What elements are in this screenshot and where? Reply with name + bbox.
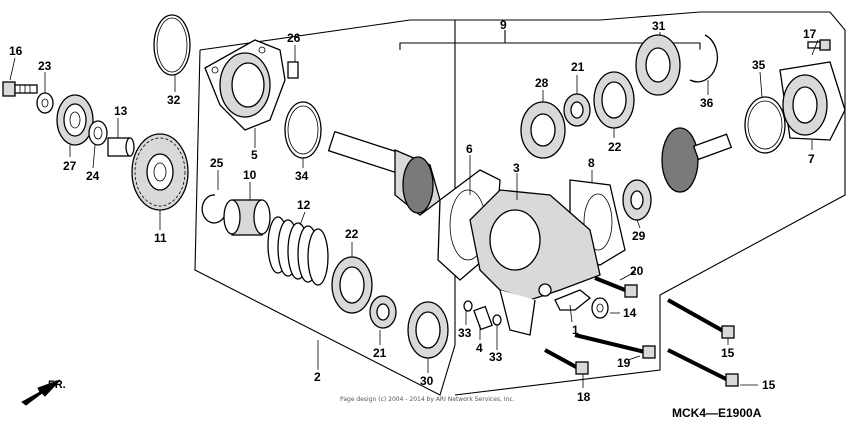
oring-34 bbox=[284, 101, 322, 159]
callout-15b: 15 bbox=[762, 378, 776, 392]
bolt-18 bbox=[544, 348, 589, 375]
collar-13 bbox=[107, 137, 135, 157]
collar-10 bbox=[223, 199, 271, 236]
callout-32: 32 bbox=[167, 93, 181, 107]
callout-22b: 22 bbox=[345, 227, 359, 241]
callout-28: 28 bbox=[535, 76, 549, 90]
callout-11: 11 bbox=[154, 231, 167, 245]
oring-32 bbox=[153, 14, 191, 76]
callout-26: 26 bbox=[287, 31, 301, 45]
callout-34: 34 bbox=[295, 169, 309, 183]
diagram-code: MCK4—E1900A bbox=[672, 406, 762, 420]
callout-1: 1 bbox=[572, 323, 579, 337]
callout-30: 30 bbox=[420, 374, 434, 388]
housing-5 bbox=[204, 39, 286, 131]
oring-35 bbox=[744, 96, 786, 154]
callout-17: 17 bbox=[803, 27, 817, 41]
callout-20: 20 bbox=[630, 264, 644, 278]
callout-12: 12 bbox=[297, 198, 311, 212]
cover-7 bbox=[779, 61, 846, 141]
callout-24: 24 bbox=[86, 169, 100, 183]
callout-33b: 33 bbox=[489, 350, 503, 364]
ring-gear bbox=[661, 127, 733, 193]
bearing-27 bbox=[56, 94, 94, 146]
nut-21-lower bbox=[369, 295, 397, 329]
callout-18: 18 bbox=[577, 390, 591, 404]
bolt-17 bbox=[807, 39, 831, 51]
callout-13: 13 bbox=[114, 104, 128, 118]
callout-4: 4 bbox=[476, 341, 483, 355]
washer-33a bbox=[463, 300, 473, 312]
callout-6: 6 bbox=[466, 142, 473, 156]
callout-36: 36 bbox=[700, 96, 714, 110]
circlip-25 bbox=[201, 194, 226, 224]
callout-25: 25 bbox=[210, 156, 224, 170]
callout-9: 9 bbox=[500, 18, 507, 32]
bearing-28 bbox=[520, 101, 566, 159]
pin-26 bbox=[287, 61, 299, 79]
callout-15a: 15 bbox=[721, 346, 735, 360]
washer-33b bbox=[492, 314, 502, 326]
case-3 bbox=[469, 189, 601, 336]
bearing-31 bbox=[635, 34, 681, 96]
callout-29: 29 bbox=[632, 229, 646, 243]
callout-21b: 21 bbox=[373, 346, 387, 360]
callout-2: 2 bbox=[314, 370, 321, 384]
circlip-36 bbox=[689, 34, 719, 83]
callout-21a: 21 bbox=[571, 60, 585, 74]
callout-19: 19 bbox=[617, 356, 631, 370]
callout-22a: 22 bbox=[608, 140, 622, 154]
callout-35: 35 bbox=[752, 58, 766, 72]
bolt-15a bbox=[667, 298, 735, 339]
bracket-9 bbox=[399, 30, 701, 50]
callout-23: 23 bbox=[38, 59, 52, 73]
washer-23 bbox=[36, 92, 54, 114]
group-outline-main bbox=[410, 11, 846, 396]
bracket-1 bbox=[554, 289, 592, 311]
callout-3: 3 bbox=[513, 161, 520, 175]
ring-22-lower bbox=[331, 256, 373, 314]
callout-16: 16 bbox=[9, 44, 23, 58]
copyright-text: Page design (c) 2004 - 2014 by ARI Netwo… bbox=[340, 396, 515, 403]
bolt-16 bbox=[2, 81, 38, 97]
bolt-15b bbox=[667, 348, 739, 387]
ring-22-upper bbox=[593, 71, 635, 129]
callout-10: 10 bbox=[243, 168, 257, 182]
grommet-14 bbox=[591, 297, 609, 319]
bearing-30 bbox=[407, 301, 449, 359]
callout-27: 27 bbox=[63, 159, 77, 173]
direction-label: FR. bbox=[48, 379, 66, 391]
nut-21-upper bbox=[563, 93, 591, 127]
callout-33a: 33 bbox=[458, 326, 472, 340]
callout-7: 7 bbox=[808, 152, 815, 166]
bearing-29 bbox=[622, 179, 652, 221]
pinion-shaft bbox=[327, 130, 441, 216]
gear-11 bbox=[131, 133, 189, 211]
leader-lines bbox=[9, 32, 819, 388]
callout-8: 8 bbox=[588, 156, 595, 170]
callout-5: 5 bbox=[251, 148, 258, 162]
bolt-19 bbox=[574, 333, 656, 359]
spring-12 bbox=[267, 216, 329, 286]
bolt-4 bbox=[473, 305, 493, 331]
callout-14: 14 bbox=[623, 306, 637, 320]
callout-31: 31 bbox=[652, 19, 666, 33]
callout-numbers: 1 2 3 4 5 6 7 8 9 10 11 12 13 14 15 15 1… bbox=[9, 18, 817, 404]
front-direction-arrow: FR. bbox=[21, 379, 66, 406]
bolt-20 bbox=[594, 276, 638, 298]
washer-24 bbox=[88, 120, 108, 146]
